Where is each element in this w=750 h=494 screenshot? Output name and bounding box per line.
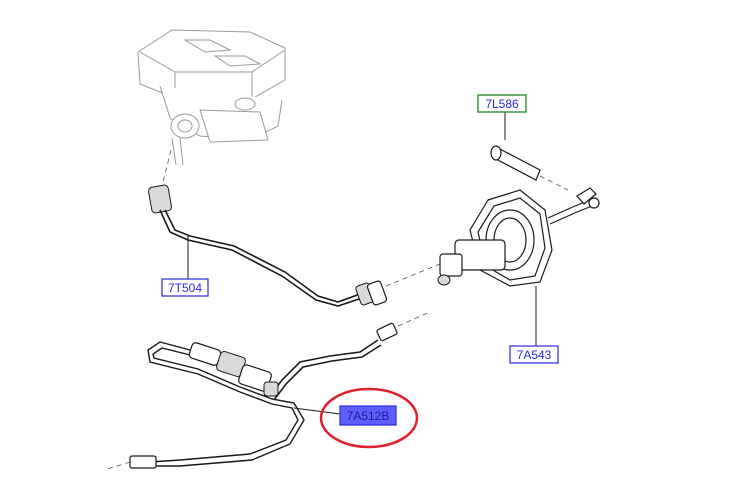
label-7a512b-text: 7A512B — [347, 409, 390, 423]
highlight-circle — [319, 387, 419, 449]
label-7l586[interactable]: 7L586 — [477, 94, 527, 113]
bolt-7l586 — [490, 145, 569, 191]
clutch-hose — [103, 311, 431, 471]
label-7t504-text: 7T504 — [168, 281, 202, 295]
leader-7a512b — [293, 407, 341, 415]
master-cylinder-tube — [148, 149, 441, 307]
label-7l586-text: 7L586 — [485, 97, 519, 111]
label-7a543[interactable]: 7A543 — [509, 345, 559, 364]
slave-cylinder — [437, 187, 600, 287]
label-7a512b[interactable]: 7A512B — [339, 405, 397, 426]
reservoir-assembly — [137, 29, 286, 166]
label-7a543-text: 7A543 — [517, 348, 552, 362]
label-7t504[interactable]: 7T504 — [161, 278, 209, 297]
